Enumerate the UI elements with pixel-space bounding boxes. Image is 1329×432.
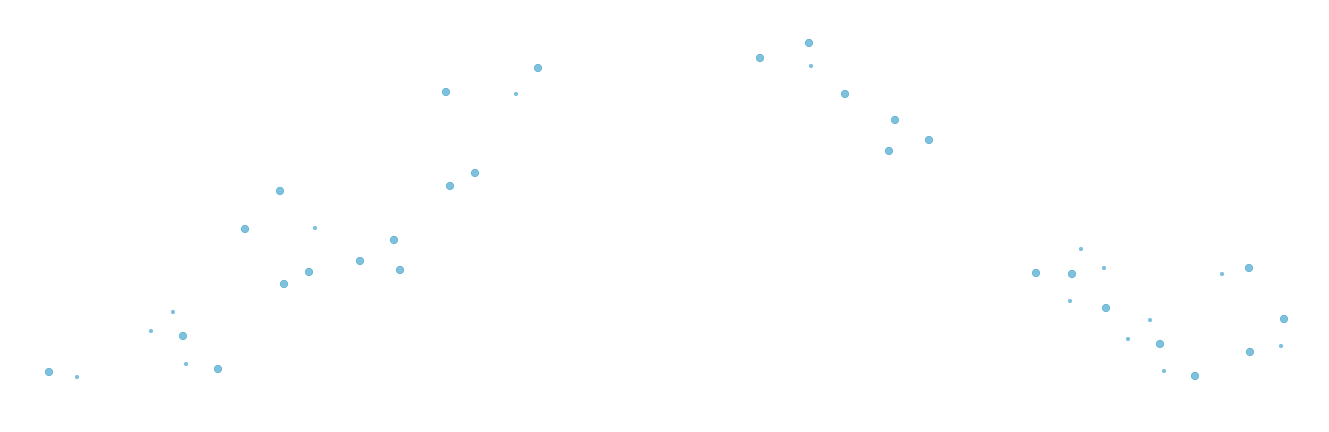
data-point: [890, 115, 900, 125]
data-point: [304, 267, 314, 277]
data-point: [74, 374, 80, 380]
data-point: [312, 225, 318, 231]
data-point: [1219, 271, 1225, 277]
data-point: [183, 361, 189, 367]
data-point: [240, 224, 250, 234]
data-point: [44, 367, 54, 377]
data-point: [808, 63, 814, 69]
data-point: [804, 38, 814, 48]
data-point: [840, 89, 850, 99]
data-point: [884, 146, 894, 156]
data-point: [755, 53, 765, 63]
data-point: [279, 279, 289, 289]
data-point: [1101, 303, 1111, 313]
data-point: [1190, 371, 1200, 381]
data-point: [389, 235, 399, 245]
data-point: [1101, 265, 1107, 271]
data-point: [1067, 269, 1077, 279]
data-point: [1161, 368, 1167, 374]
data-point: [1125, 336, 1131, 342]
data-point: [1279, 314, 1289, 324]
data-point: [1067, 298, 1073, 304]
data-point: [178, 331, 188, 341]
data-point: [1031, 268, 1041, 278]
data-point: [170, 309, 176, 315]
data-point: [470, 168, 480, 178]
data-point: [924, 135, 934, 145]
data-point: [1278, 343, 1284, 349]
data-point: [445, 181, 455, 191]
data-point: [513, 91, 519, 97]
data-point: [441, 87, 451, 97]
data-point: [275, 186, 285, 196]
data-point: [395, 265, 405, 275]
data-point: [213, 364, 223, 374]
data-point: [533, 63, 543, 73]
data-point: [148, 328, 154, 334]
data-point: [1155, 339, 1165, 349]
data-point: [1245, 347, 1255, 357]
data-point: [1244, 263, 1254, 273]
data-point: [1147, 317, 1153, 323]
data-point: [355, 256, 365, 266]
data-point: [1078, 246, 1084, 252]
data-points-layer: [44, 38, 1289, 381]
